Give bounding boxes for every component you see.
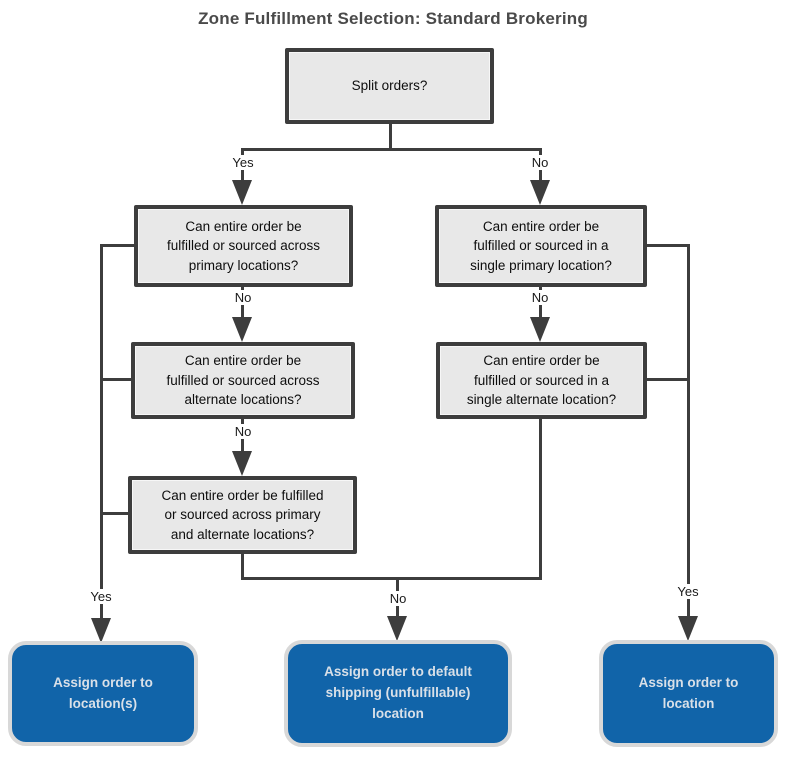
left-rail-stub-l3: [100, 512, 130, 515]
node-split-orders: Split orders?: [285, 48, 494, 124]
edge-label-l2-no: No: [231, 424, 255, 439]
connector-r2-down: [539, 418, 542, 580]
terminal-assign-order-location: Assign order to location: [599, 640, 778, 747]
node-fulfill-across-primary: Can entire order be fulfilled or sourced…: [134, 205, 353, 287]
edge-label-combined-no: No: [386, 591, 410, 606]
right-yes-rail: [687, 244, 690, 618]
edge-label-left-yes: Yes: [87, 589, 115, 604]
edge-label-split-no: No: [528, 155, 552, 170]
arrowhead-into-l2: [232, 317, 252, 342]
right-rail-stub-r2: [645, 378, 690, 381]
node-fulfill-primary-and-alternate: Can entire order be fulfilled or sourced…: [128, 476, 357, 554]
connector-bottom-horizontal: [241, 577, 542, 580]
arrowhead-into-r1: [530, 180, 550, 205]
node-fulfill-across-alternate: Can entire order be fulfilled or sourced…: [131, 342, 355, 419]
edge-label-split-yes: Yes: [229, 155, 257, 170]
connector-branch-horizontal: [241, 148, 542, 151]
terminal-assign-order-locations: Assign order to location(s): [8, 641, 198, 746]
left-rail-stub-l1: [100, 244, 136, 247]
arrowhead-into-assign-locations: [91, 618, 111, 643]
diagram-title: Zone Fulfillment Selection: Standard Bro…: [198, 9, 588, 28]
left-yes-rail: [100, 244, 103, 618]
edge-label-l1-no: No: [231, 290, 255, 305]
arrowhead-into-r2: [530, 317, 550, 342]
node-fulfill-single-alternate: Can entire order be fulfilled or sourced…: [436, 342, 647, 419]
left-rail-stub-l2: [100, 378, 133, 381]
edge-label-r1-no: No: [528, 290, 552, 305]
arrowhead-into-l3: [232, 451, 252, 476]
right-rail-stub-r1: [645, 244, 690, 247]
connector-split-down: [389, 124, 392, 151]
connector-l3-down: [241, 553, 244, 580]
edge-label-right-yes: Yes: [674, 584, 702, 599]
terminal-assign-default-shipping: Assign order to default shipping (unfulf…: [284, 640, 512, 747]
arrowhead-into-assign-location: [678, 616, 698, 641]
node-fulfill-single-primary: Can entire order be fulfilled or sourced…: [435, 205, 647, 287]
arrowhead-into-assign-default: [387, 616, 407, 641]
arrowhead-into-l1: [232, 180, 252, 205]
